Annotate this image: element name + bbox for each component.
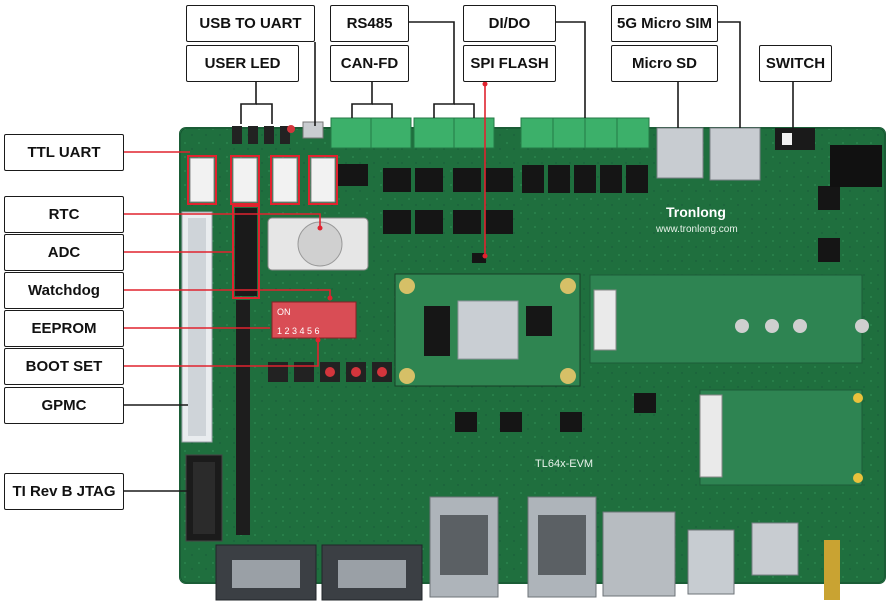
brand-name: Tronlong xyxy=(666,204,726,220)
label-adc: ADC xyxy=(4,234,124,271)
label-gpmc: GPMC xyxy=(4,387,124,424)
label-usb-to-uart: USB TO UART xyxy=(186,5,315,42)
label-spi-flash: SPI FLASH xyxy=(463,45,556,82)
label-watchdog: Watchdog xyxy=(4,272,124,309)
label-boot-set: BOOT SET xyxy=(4,348,124,385)
bottom-connectors xyxy=(215,496,840,601)
terminal-blocks xyxy=(330,117,650,149)
gpio-header xyxy=(236,300,250,535)
ttl-uart-connectors xyxy=(187,155,338,205)
label-can-fd: CAN-FD xyxy=(330,45,409,82)
label-eeprom: EEPROM xyxy=(4,310,124,347)
rtc-battery xyxy=(267,217,369,271)
label-ti-rev-b-jtag: TI Rev B JTAG xyxy=(4,473,124,510)
push-buttons xyxy=(268,362,392,382)
brand-text: Tronlong www.tronlong.com TL64x-EVM xyxy=(535,204,738,470)
user-led-area xyxy=(232,121,324,144)
label-ttl-uart: TTL UART xyxy=(4,134,124,171)
dip-number-label: 1 2 3 4 5 6 xyxy=(277,326,320,336)
leader-lines xyxy=(124,21,794,492)
board-model: TL64x-EVM xyxy=(535,458,593,470)
dip-on-label: ON xyxy=(277,307,291,317)
label-user-led: USER LED xyxy=(186,45,299,82)
label-rs485: RS485 xyxy=(330,5,409,42)
jtag-header xyxy=(185,454,223,542)
card-slots xyxy=(656,127,799,576)
label-di-do: DI/DO xyxy=(463,5,556,42)
gpmc-header xyxy=(181,211,213,443)
switch-and-power xyxy=(775,128,882,187)
expansion-slots xyxy=(589,274,869,486)
label-rtc: RTC xyxy=(4,196,124,233)
boot-dip-switch: ON 1 2 3 4 5 6 xyxy=(271,301,357,339)
label-5g-micro-sim: 5G Micro SIM xyxy=(611,5,718,42)
adc-header xyxy=(232,205,260,299)
label-micro-sd: Micro SD xyxy=(611,45,718,82)
core-module xyxy=(394,273,581,387)
ic-chips xyxy=(338,164,840,432)
brand-website: www.tronlong.com xyxy=(655,224,738,235)
label-switch: SWITCH xyxy=(759,45,832,82)
leader-dots xyxy=(315,81,488,343)
